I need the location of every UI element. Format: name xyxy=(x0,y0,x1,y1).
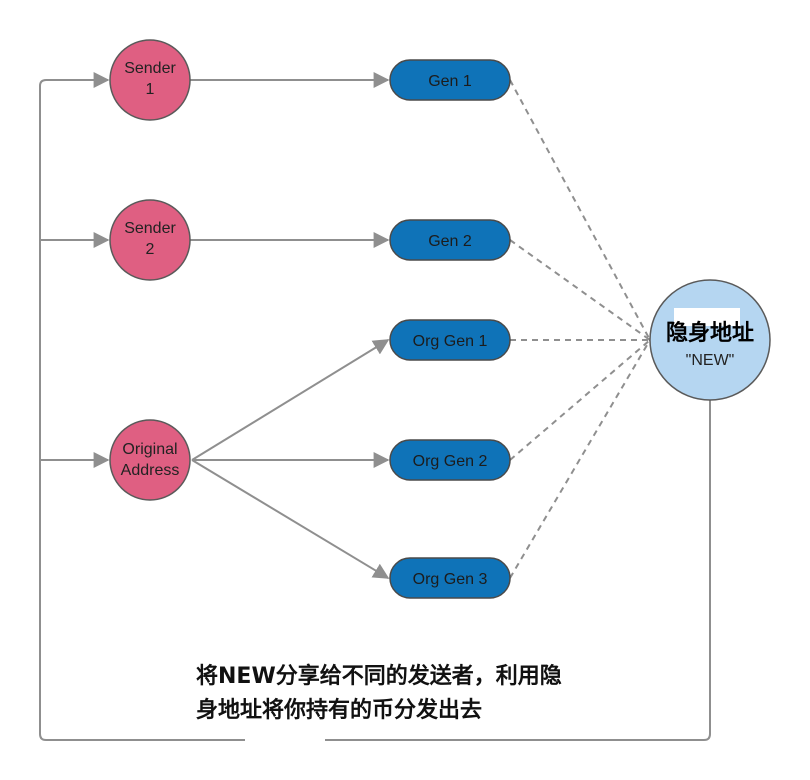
diagram-caption: 将NEW分享给不同的发送者，利用隐 身地址将你持有的币分发出去 xyxy=(196,660,666,728)
sender1-label-line1: Sender xyxy=(124,60,176,77)
dashed-orggen3-new xyxy=(509,339,651,579)
node-gen1: Gen 1 xyxy=(389,59,511,101)
org-gen3-label: Org Gen 3 xyxy=(413,571,488,588)
caption-line1: 将NEW分享给不同的发送者，利用隐 xyxy=(196,664,562,689)
dashed-gen2-new xyxy=(509,239,651,341)
original-label-line1: Original xyxy=(122,441,177,458)
stealth-address-title: 隐身地址 xyxy=(666,320,754,346)
node-org-gen1: Org Gen 1 xyxy=(389,319,511,361)
gen1-label: Gen 1 xyxy=(428,73,472,90)
dashed-orggen2-new xyxy=(509,339,651,461)
node-org-gen2: Org Gen 2 xyxy=(389,439,511,481)
sender1-label-line2: 1 xyxy=(146,81,155,98)
node-original-address: Original Address xyxy=(109,419,191,501)
stealth-address-subtitle: "NEW" xyxy=(686,352,735,369)
sender2-label-line1: Sender xyxy=(124,220,176,237)
org-gen2-label: Org Gen 2 xyxy=(413,453,488,470)
edge-original-orggen3 xyxy=(191,459,390,579)
node-sender1: Sender 1 xyxy=(109,39,191,121)
node-org-gen3: Org Gen 3 xyxy=(389,557,511,599)
node-stealth-address: 隐身地址 "NEW" xyxy=(649,279,771,401)
original-label-line2: Address xyxy=(121,462,180,479)
gen2-label: Gen 2 xyxy=(428,233,472,250)
caption-line2: 身地址将你持有的币分发出去 xyxy=(196,698,483,723)
return-loop-line xyxy=(39,72,711,741)
node-gen2: Gen 2 xyxy=(389,219,511,261)
sender2-label-line2: 2 xyxy=(146,241,155,258)
edge-original-orggen1 xyxy=(191,339,390,461)
node-sender2: Sender 2 xyxy=(109,199,191,281)
org-gen1-label: Org Gen 1 xyxy=(413,333,488,350)
dashed-gen1-new xyxy=(509,79,651,341)
